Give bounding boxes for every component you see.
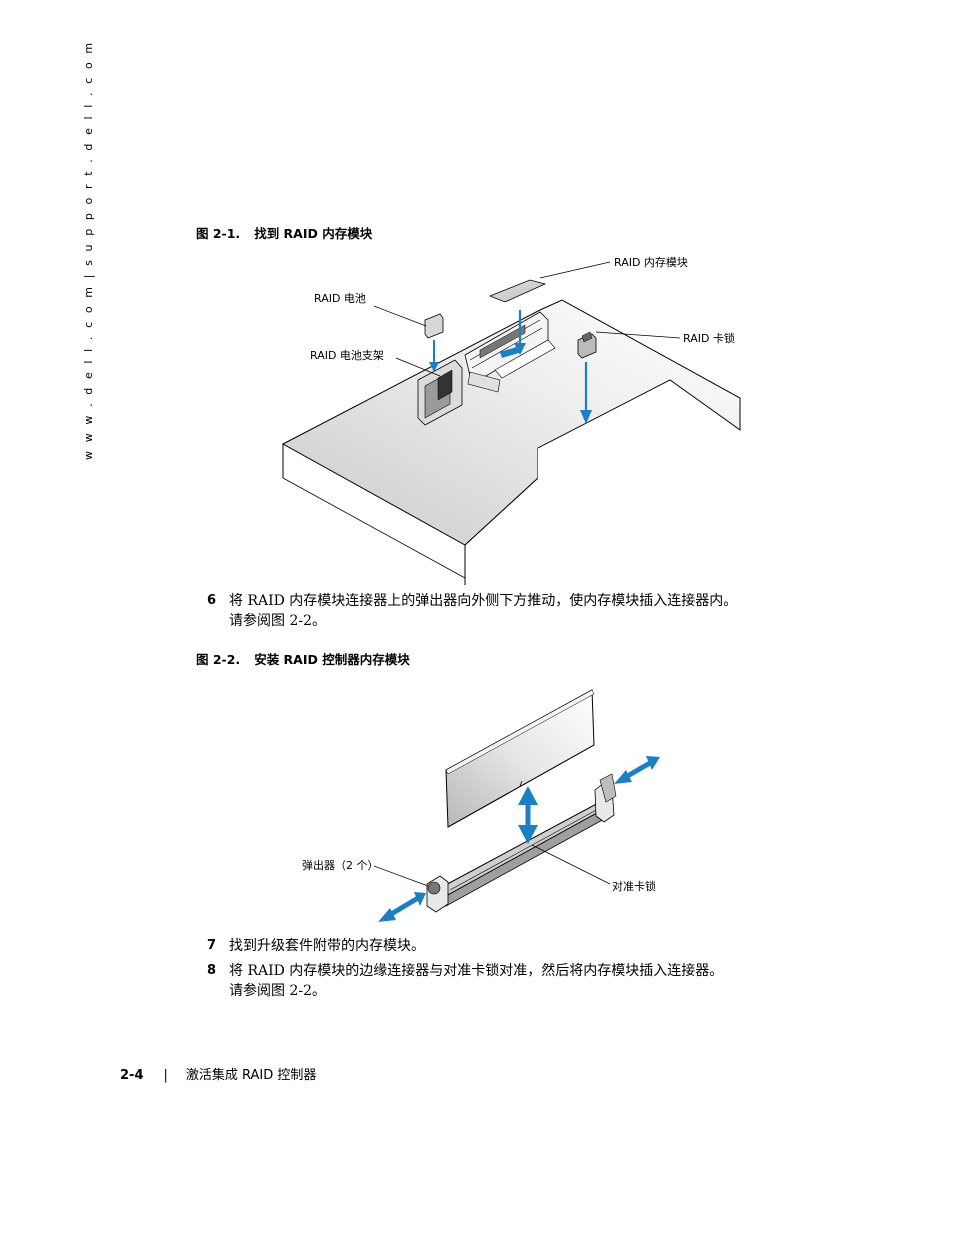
figure-title: 找到 RAID 内存模块: [254, 226, 373, 241]
label-ejectors: 弹出器（2 个）: [302, 858, 379, 872]
label-raid-card-lock: RAID 卡锁: [683, 331, 735, 345]
step-text: 将 RAID 内存模块连接器上的弹出器向外侧下方推动，使内存模块插入连接器内。: [229, 593, 738, 609]
memory-connector: [426, 773, 617, 913]
step-7: 7 找到升级套件附带的内存模块。: [207, 936, 425, 956]
leader-line: [373, 865, 429, 887]
label-raid-battery: RAID 电池: [314, 292, 366, 305]
leader-line: [395, 357, 441, 377]
leader-line: [595, 331, 681, 339]
step-8: 8 将 RAID 内存模块的边缘连接器与对准卡锁对准，然后将内存模块插入连接器。…: [207, 961, 724, 1001]
step-6: 6 将 RAID 内存模块连接器上的弹出器向外侧下方推动，使内存模块插入连接器内…: [207, 591, 738, 631]
step-text: 将 RAID 内存模块的边缘连接器与对准卡锁对准，然后将内存模块插入连接器。: [229, 963, 724, 979]
install-arrow: [429, 340, 439, 372]
label-alignment-key: 对准卡锁: [612, 879, 656, 893]
install-arrow: [500, 310, 526, 358]
leader-line: [373, 305, 427, 327]
figure-2-1-illustration: RAID 内存模块 RAID 电池 RAID 卡锁 RAID 电池支架: [281, 255, 741, 585]
side-url: w w w . d e l l . c o m | s u p p o r t …: [82, 40, 95, 460]
figure-2-2-illustration: 弹出器（2 个） 对准卡锁: [302, 689, 660, 922]
raid-battery: [424, 313, 444, 339]
figure-caption: 图 2-2. 安装 RAID 控制器内存模块: [196, 649, 410, 668]
figure-caption: 图 2-1. 找到 RAID 内存模块: [196, 223, 372, 242]
step-text: 请参阅图 2-2。: [229, 613, 326, 629]
step-text: 找到升级套件附带的内存模块。: [229, 938, 425, 954]
step-number: 7: [207, 938, 217, 953]
leader-line: [539, 261, 611, 279]
chapter-title: 激活集成 RAID 控制器: [185, 1068, 317, 1083]
riser-card: [464, 311, 556, 393]
figure-number: 图 2-1.: [196, 226, 241, 241]
raid-memory-module: [488, 279, 547, 303]
step-text: 请参阅图 2-2。: [229, 983, 326, 999]
leader-line: [531, 844, 611, 885]
insert-arrow: [518, 786, 538, 844]
figure-number: 图 2-2.: [196, 652, 241, 667]
figure-title: 安装 RAID 控制器内存模块: [254, 652, 410, 667]
system-board: [281, 299, 741, 585]
battery-bracket: [417, 359, 463, 426]
footer-separator: |: [163, 1068, 168, 1083]
step-number: 8: [207, 963, 217, 978]
raid-card-lock: [577, 331, 597, 359]
label-raid-memory-module: RAID 内存模块: [614, 255, 688, 269]
ejector-arrow: [378, 892, 426, 922]
page-footer: 2-4 | 激活集成 RAID 控制器: [120, 1064, 316, 1083]
ejector-arrow: [614, 756, 660, 784]
install-arrow: [580, 362, 592, 424]
step-number: 6: [207, 593, 217, 608]
page-number: 2-4: [120, 1068, 144, 1083]
label-raid-battery-bracket: RAID 电池支架: [310, 349, 384, 362]
memory-module: [445, 689, 595, 828]
